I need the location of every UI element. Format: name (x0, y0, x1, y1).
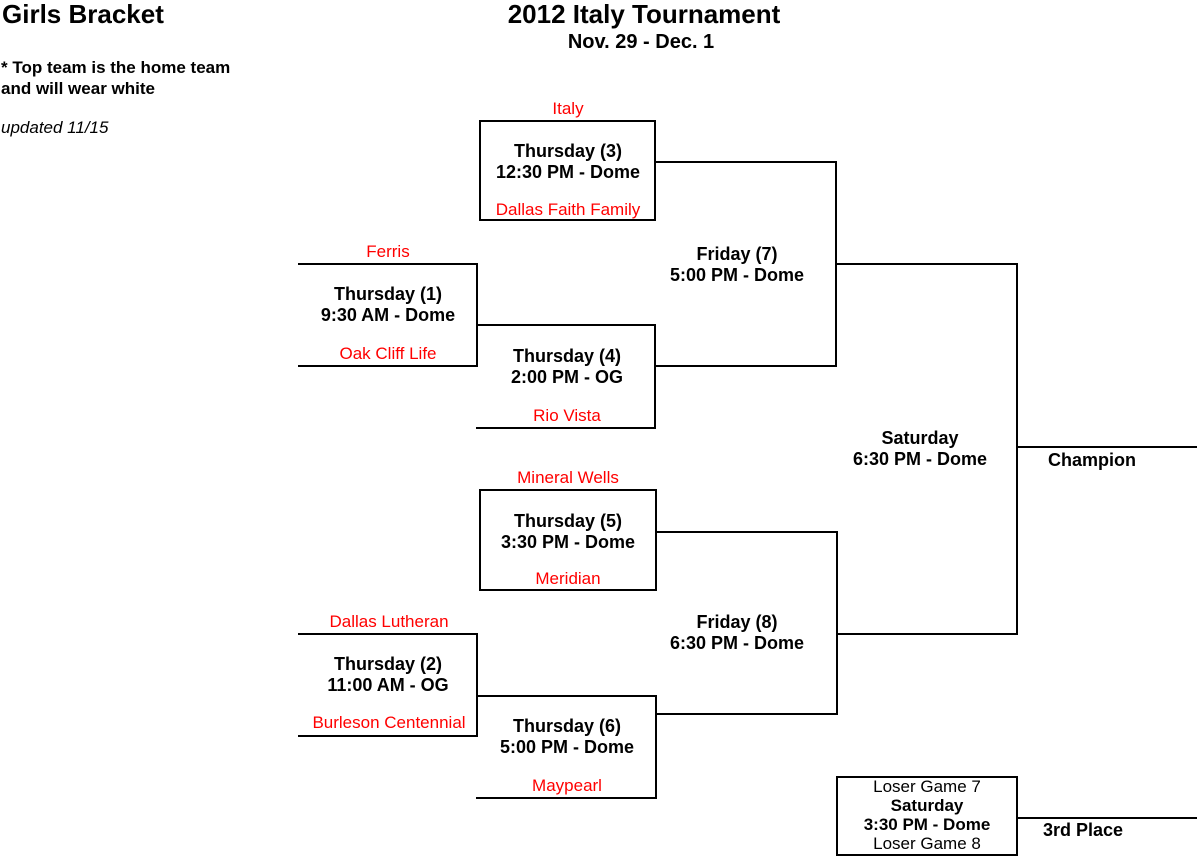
home-team-note: * Top team is the home team and will wea… (1, 57, 230, 99)
game2-top-line (298, 633, 478, 635)
game8-right-line (836, 531, 838, 715)
game1-time: 9:30 AM - Dome (320, 305, 456, 325)
third-place-info: Loser Game 7 Saturday 3:30 PM - Dome Los… (837, 777, 1017, 853)
final-bottom-line (836, 633, 1018, 635)
game4-top-line (476, 324, 656, 326)
final-right-line (1016, 263, 1018, 635)
game6-time: 5:00 PM - Dome (499, 737, 635, 757)
champion-line (1016, 446, 1197, 448)
game7-info: Friday (7) 5:00 PM - Dome (670, 244, 804, 286)
game8-schedule: Friday (8) (696, 612, 778, 632)
game1-info: Thursday (1) 9:30 AM - Dome (321, 284, 455, 326)
team-rio-vista: Rio Vista (533, 406, 601, 425)
game5-time: 3:30 PM - Dome (500, 532, 636, 552)
game5-box (479, 489, 657, 591)
third-place-box (836, 776, 1018, 856)
third-place-day: Saturday (890, 796, 964, 815)
champion-label: Champion (1048, 450, 1136, 470)
third-place-top-slot: Loser Game 7 (873, 777, 981, 796)
game3-time: 12:30 PM - Dome (495, 162, 641, 182)
team-dallas-faith-family: Dallas Faith Family (495, 200, 641, 219)
third-place-bottom-slot: Loser Game 8 (873, 834, 981, 853)
game3-info: Thursday (3) 12:30 PM - Dome (496, 141, 640, 183)
home-team-note-line1: * Top team is the home team (1, 58, 231, 77)
team-maypearl: Maypearl (532, 776, 602, 795)
page-title: Girls Bracket (2, 0, 164, 29)
game8-top-line (655, 531, 838, 533)
game2-right-line (476, 633, 478, 737)
game4-time: 2:00 PM - OG (510, 367, 624, 387)
game6-bottom-line (476, 797, 657, 799)
game4-info: Thursday (4) 2:00 PM - OG (511, 346, 623, 388)
game8-info: Friday (8) 6:30 PM - Dome (670, 612, 804, 654)
game2-time: 11:00 AM - OG (327, 675, 449, 695)
team-ferris: Ferris (366, 242, 410, 261)
third-place-line (1016, 817, 1197, 819)
game7-bottom-line (654, 365, 837, 367)
team-burleson-centennial: Burleson Centennial (312, 713, 466, 732)
championship-info: Saturday 6:30 PM - Dome (853, 428, 987, 470)
game1-bottom-line (298, 365, 478, 367)
team-mineral-wells: Mineral Wells (517, 468, 619, 487)
home-team-note-line2: and will wear white (1, 79, 155, 98)
game6-schedule: Thursday (6) (512, 716, 622, 736)
game6-right-line (655, 695, 657, 799)
third-place-label: 3rd Place (1043, 820, 1124, 840)
game7-time: 5:00 PM - Dome (669, 265, 805, 285)
tournament-title: 2012 Italy Tournament (507, 0, 781, 29)
game1-schedule: Thursday (1) (333, 284, 443, 304)
game6-top-line (476, 695, 657, 697)
final-top-line (835, 263, 1018, 265)
game8-time: 6:30 PM - Dome (669, 633, 805, 653)
game4-bottom-line (476, 427, 656, 429)
game2-schedule: Thursday (2) (333, 654, 443, 674)
game3-schedule: Thursday (3) (513, 141, 623, 161)
game6-info: Thursday (6) 5:00 PM - Dome (500, 716, 634, 758)
game4-right-line (654, 324, 656, 429)
game5-info: Thursday (5) 3:30 PM - Dome (501, 511, 635, 553)
game8-bottom-line (655, 713, 838, 715)
game7-schedule: Friday (7) (696, 244, 778, 264)
championship-day: Saturday (881, 428, 959, 448)
game7-top-line (654, 161, 837, 163)
game3-box (479, 120, 656, 221)
game1-top-line (298, 263, 478, 265)
game2-bottom-line (298, 735, 478, 737)
team-italy: Italy (552, 99, 584, 118)
tournament-dates: Nov. 29 - Dec. 1 (567, 31, 715, 53)
game1-right-line (476, 263, 478, 367)
team-meridian: Meridian (535, 569, 601, 588)
game5-schedule: Thursday (5) (513, 511, 623, 531)
game4-schedule: Thursday (4) (512, 346, 622, 366)
updated-note: updated 11/15 (1, 118, 109, 137)
championship-time: 6:30 PM - Dome (852, 449, 988, 469)
team-oak-cliff-life: Oak Cliff Life (339, 344, 437, 363)
game2-info: Thursday (2) 11:00 AM - OG (327, 654, 448, 696)
third-place-time: 3:30 PM - Dome (863, 815, 991, 834)
team-dallas-lutheran: Dallas Lutheran (329, 612, 449, 631)
